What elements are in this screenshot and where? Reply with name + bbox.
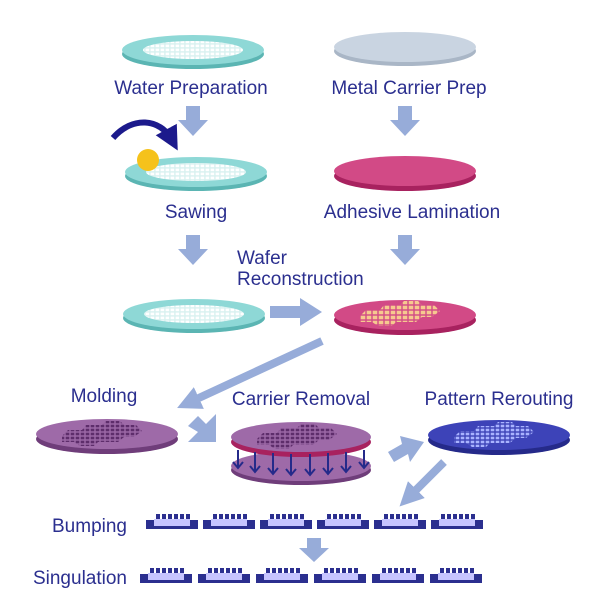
label-adhesive-lamination: Adhesive Lamination: [324, 202, 500, 223]
singulated-package: [140, 568, 192, 583]
arrow-down-to-singulation: [299, 538, 329, 562]
singulated-package: [372, 568, 424, 583]
label-wafer-reconstruction-line2: Reconstruction: [237, 269, 364, 290]
curved-arrow-icon: [110, 119, 178, 151]
bumped-package: [260, 514, 312, 529]
singulated-package: [314, 568, 366, 583]
label-singulation: Singulation: [33, 568, 127, 589]
singulated-package: [430, 568, 482, 583]
saw-blade-icon: [137, 149, 159, 171]
sawing-wafer: [125, 157, 267, 191]
rerouted-wafer: [428, 420, 570, 455]
sawn-wafer: [123, 299, 265, 333]
label-bumping: Bumping: [52, 516, 127, 537]
singulated-dies: [140, 568, 482, 583]
arrow-diagonal-to-bumping: [399, 459, 447, 507]
singulated-package: [256, 568, 308, 583]
reconstructed-wafer: [334, 300, 476, 335]
label-metal-carrier-prep: Metal Carrier Prep: [331, 78, 486, 99]
bumped-strip: [146, 514, 483, 529]
carrier-removal-stack: [231, 422, 371, 485]
arrow-right-reconstruction: [270, 298, 322, 326]
arrow-diagonal-to-molding: [177, 337, 324, 409]
bumped-package: [431, 514, 483, 529]
arrow-down-4: [390, 235, 420, 265]
adhesive-lamination-disc: [334, 156, 476, 191]
metal-carrier-disc: [334, 32, 476, 66]
molded-wafer: [36, 419, 178, 454]
bumped-package: [374, 514, 426, 529]
label-water-preparation: Water Preparation: [114, 78, 267, 99]
singulated-package: [198, 568, 250, 583]
label-molding: Molding: [71, 386, 138, 407]
arrow-right-to-pattern-rerouting: [388, 436, 424, 462]
bumped-package: [317, 514, 369, 529]
label-wafer-reconstruction-line1: Wafer: [237, 248, 288, 269]
arrow-right-to-carrier-removal: [188, 414, 216, 442]
label-carrier-removal: Carrier Removal: [232, 389, 370, 410]
bumped-package: [146, 514, 198, 529]
arrow-down-1: [178, 106, 208, 136]
bumped-package: [203, 514, 255, 529]
arrow-down-2: [390, 106, 420, 136]
water-preparation-wafer: [122, 35, 264, 69]
label-sawing: Sawing: [165, 202, 227, 223]
label-pattern-rerouting: Pattern Rerouting: [425, 389, 574, 410]
arrow-down-3: [178, 235, 208, 265]
